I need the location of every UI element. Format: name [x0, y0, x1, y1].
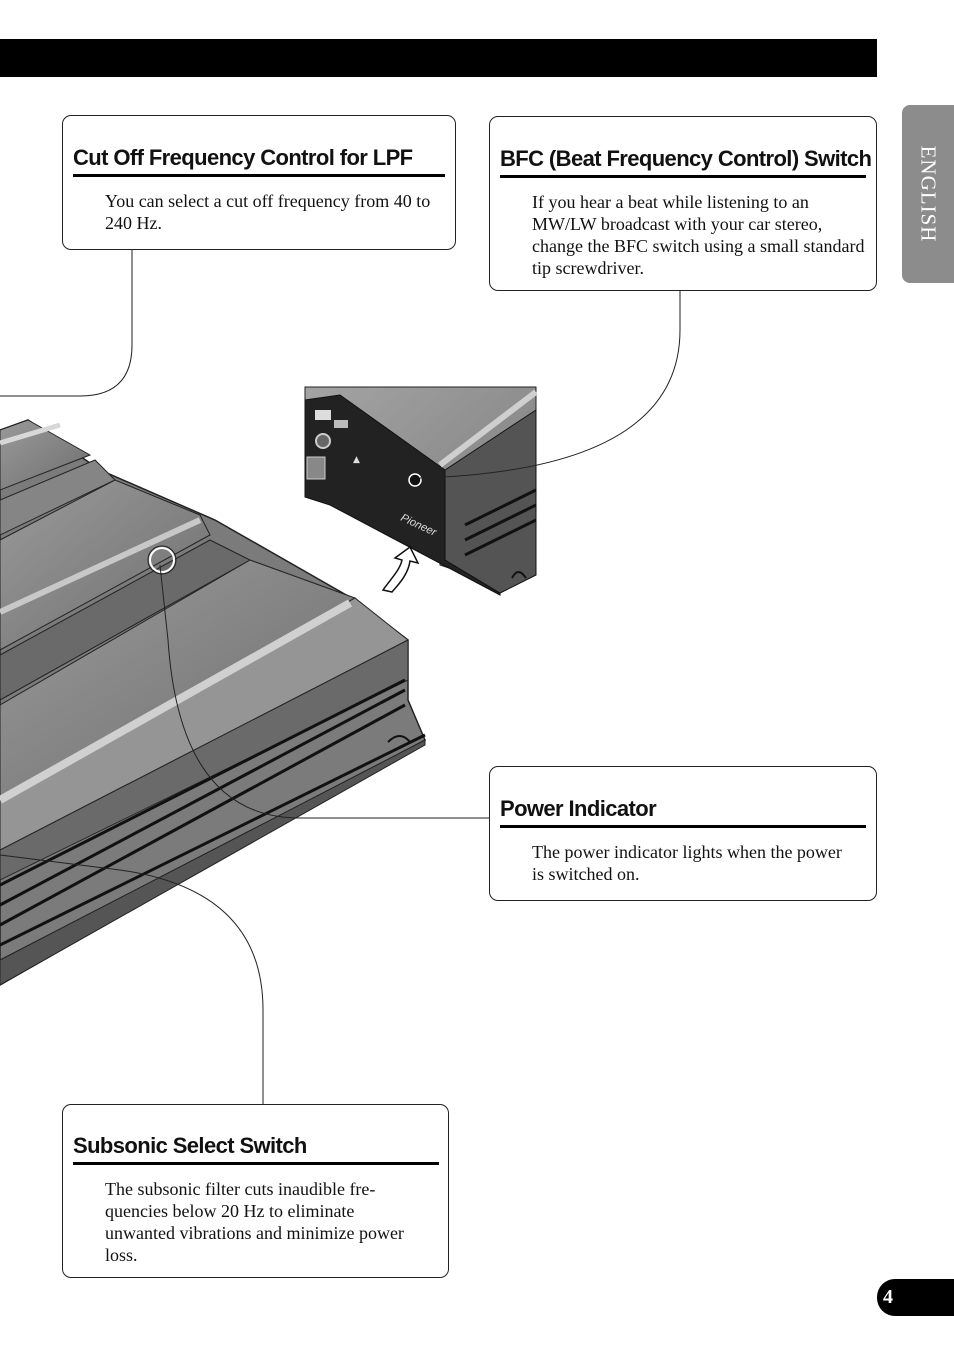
callout-power-title: Power Indicator [500, 794, 866, 828]
callout-power-indicator: Power Indicator The power indicator ligh… [489, 766, 877, 901]
amplifier-body [0, 419, 426, 986]
page-number: 4 [877, 1279, 954, 1316]
leader-lines [0, 250, 681, 1104]
callout-lpf-body: You can select a cut off frequency from … [105, 191, 431, 233]
callout-subsonic-body: The subsonic filter cuts inaudible fre-q… [105, 1179, 404, 1265]
callout-subsonic-title: Subsonic Select Switch [73, 1131, 439, 1165]
callout-lpf-title: Cut Off Frequency Control for LPF [73, 143, 445, 177]
callout-subsonic: Subsonic Select Switch The subsonic filt… [62, 1104, 449, 1278]
arrow-icon [381, 545, 420, 593]
callout-power-body: The power indicator lights when the powe… [532, 842, 842, 884]
callout-bfc: BFC (Beat Frequency Control) Switch If y… [489, 116, 877, 291]
header-bar [0, 39, 877, 77]
amplifier-closeup: ▲ Pioneer [304, 386, 538, 596]
callout-bfc-body: If you hear a beat while listening to an… [532, 192, 865, 278]
svg-text:▲: ▲ [353, 455, 360, 465]
language-tab: ENGLISH [902, 105, 954, 283]
callout-bfc-title: BFC (Beat Frequency Control) Switch [500, 144, 872, 178]
callout-lpf: Cut Off Frequency Control for LPF You ca… [62, 115, 456, 250]
